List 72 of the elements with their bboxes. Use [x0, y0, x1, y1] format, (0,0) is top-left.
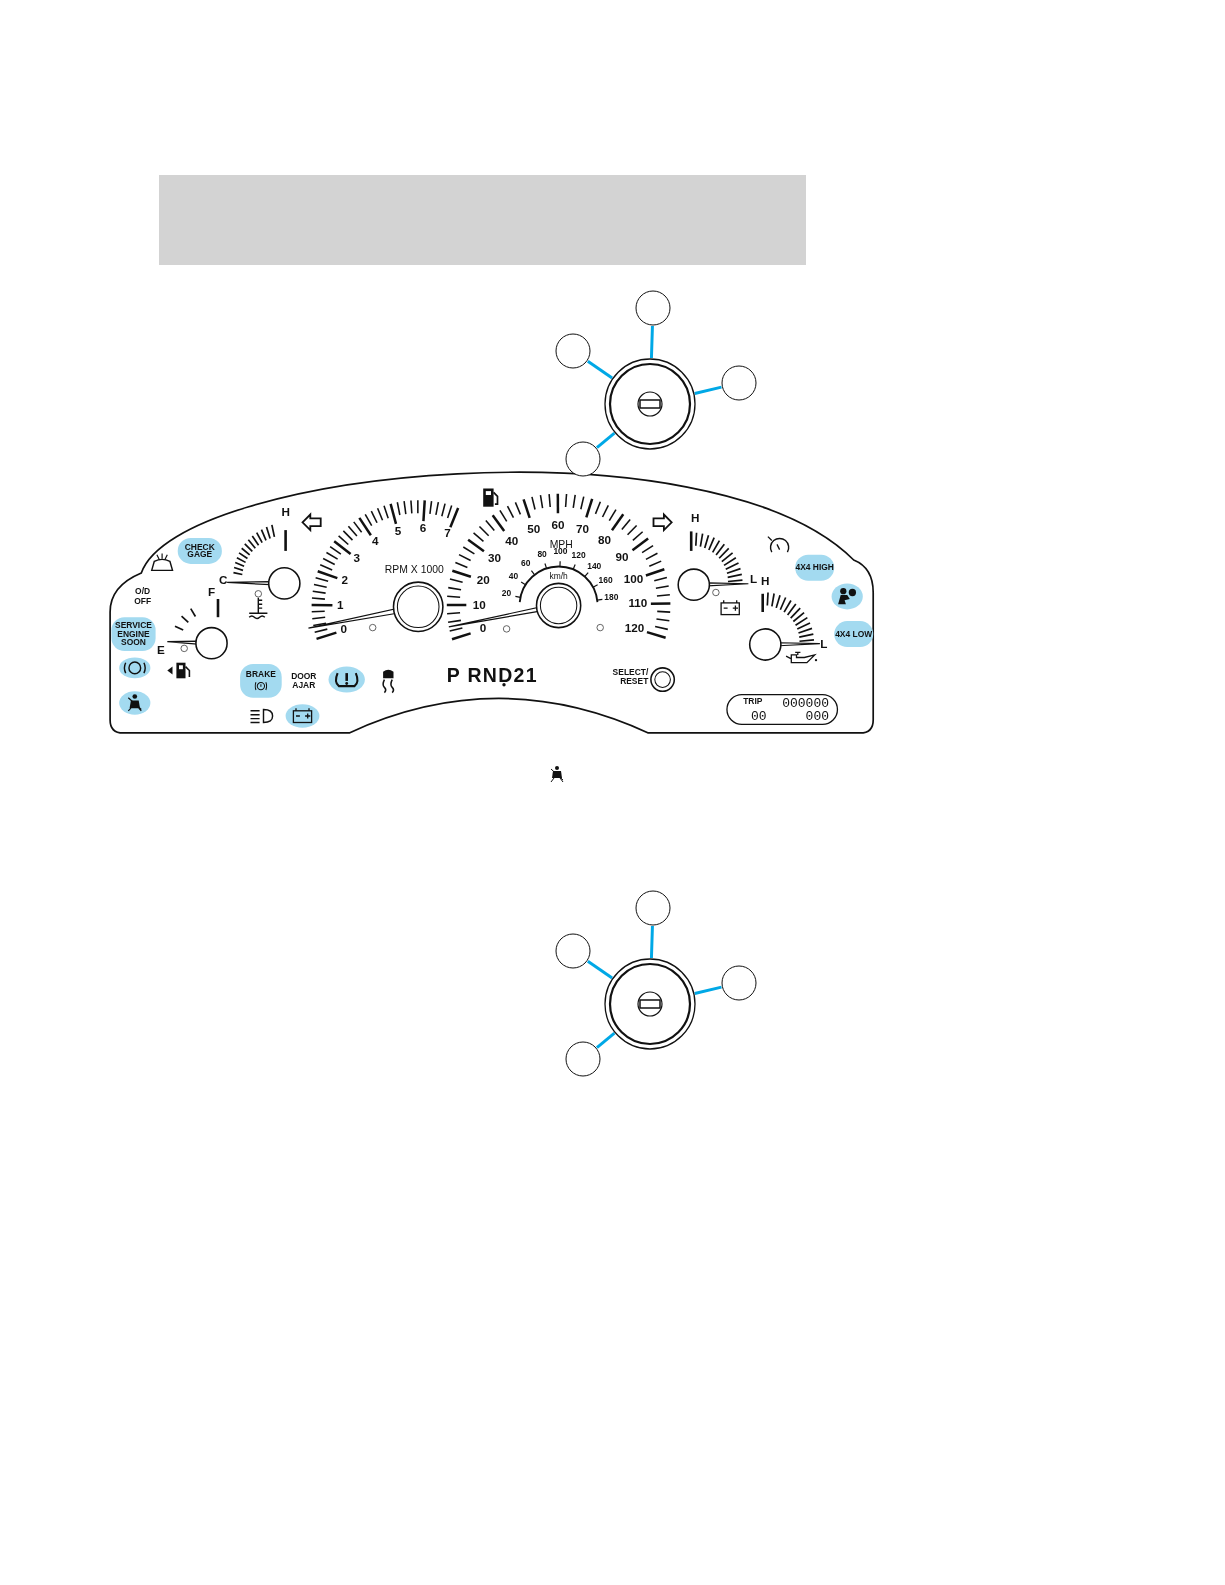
leader-line — [649, 925, 654, 959]
indicator-label: DOOR AJAR — [290, 672, 318, 690]
gauge-letter: E — [156, 645, 165, 657]
gauge-number: 1 — [336, 599, 344, 612]
gauge-number: 5 — [394, 525, 402, 538]
leader-line — [694, 985, 722, 995]
indicator-label: SELECT/ RESET — [611, 668, 649, 686]
gauge-number: 4 — [371, 535, 379, 548]
gauge-number: 120 — [624, 622, 645, 635]
leader-line — [694, 385, 722, 395]
display-digits: 00 — [751, 710, 767, 724]
gauge-caption: RPM X 1000 — [384, 565, 444, 576]
gauge-letter: C — [219, 574, 228, 587]
gauge-number: L — [820, 638, 828, 651]
gauge-number: 6 — [419, 523, 427, 535]
gauge-letter: F — [207, 586, 216, 599]
leader-line — [649, 325, 654, 359]
gauge-number: 7 — [444, 528, 451, 541]
display-label: TRIP — [743, 697, 763, 707]
gauge-number: 20 — [501, 590, 512, 599]
indicator-label: CHECK GAGE — [183, 542, 216, 560]
gauge-number: 0 — [340, 624, 348, 637]
indicator-pill — [240, 664, 282, 698]
gauge-number: 80 — [598, 534, 611, 547]
gauge-number: H — [690, 512, 700, 525]
gauge-number: 60 — [521, 559, 531, 568]
leader-line — [587, 959, 613, 980]
callout-circle — [565, 1041, 601, 1077]
gauge-number: 20 — [476, 574, 490, 587]
gauge-number: 40 — [508, 573, 519, 582]
gauge-number: 50 — [527, 524, 541, 537]
gauge-number: 120 — [571, 551, 586, 561]
callout-circle — [635, 890, 671, 926]
gear-indicator: P RND21 — [446, 664, 538, 685]
gauge-number: 2 — [341, 574, 348, 587]
gauge-caption: km/h — [549, 572, 568, 582]
leader-line — [595, 1032, 616, 1049]
leader-line — [595, 432, 616, 449]
gauge-number: 10 — [472, 599, 486, 611]
gauge-number: 160 — [598, 576, 613, 585]
gauge-number: H — [761, 576, 770, 588]
gauge-number: 180 — [604, 593, 619, 603]
callout-circle — [635, 290, 671, 326]
gauge-number: 80 — [537, 550, 547, 560]
gauge-number: 100 — [553, 548, 568, 557]
display-digits: 000 — [805, 710, 829, 724]
indicator-label: 4X4 LOW — [835, 629, 873, 639]
gauge-number: 3 — [353, 552, 360, 565]
gauge-number: 40 — [505, 535, 519, 548]
callout-circle — [565, 441, 601, 477]
callout-circle — [721, 365, 757, 401]
indicator-label: SERVICE ENGINE SOON — [114, 621, 153, 647]
callout-circle — [555, 933, 591, 969]
leader-line — [587, 359, 613, 380]
gauge-number: 140 — [587, 561, 602, 571]
indicator-label: BRAKE — [245, 670, 276, 680]
gauge-letter: H — [281, 507, 290, 520]
gauge-number: 30 — [487, 553, 501, 565]
gauge-number: 60 — [551, 520, 565, 533]
callout-circle — [555, 333, 591, 369]
callout-circle — [721, 965, 757, 1001]
gauge-number: 110 — [628, 598, 648, 610]
ignition-lock — [604, 958, 696, 1050]
ignition-lock — [604, 358, 696, 450]
indicator-label: O/D OFF — [133, 587, 153, 605]
odometer-digits: 000000 — [782, 697, 829, 711]
gauge-number: 70 — [575, 524, 589, 536]
gauge-number: 100 — [623, 573, 644, 586]
gauge-number: L — [750, 573, 758, 586]
gauge-number: 0 — [479, 623, 487, 636]
gauge-number: 90 — [615, 552, 629, 564]
indicator-label: 4X4 HIGH — [795, 563, 834, 573]
